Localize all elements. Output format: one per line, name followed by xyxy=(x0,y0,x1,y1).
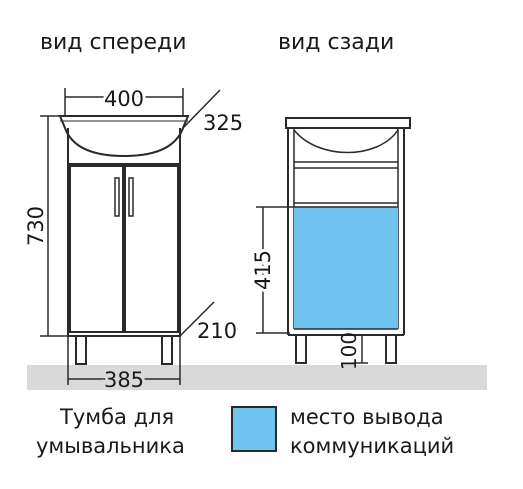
back-leg-right xyxy=(385,334,397,364)
back-top-slab xyxy=(285,117,411,129)
front-leg-left xyxy=(75,335,87,365)
back-basin xyxy=(293,129,399,154)
front-door-right xyxy=(124,165,179,333)
floor-strip xyxy=(27,365,487,390)
caption-line-1: Тумба для xyxy=(60,405,175,429)
front-basin xyxy=(58,115,190,158)
dim-325-label: 325 xyxy=(203,111,243,135)
caption-line-2: умывальника xyxy=(36,434,185,458)
front-leg-right xyxy=(161,335,173,365)
front-view-title: вид спереди xyxy=(40,30,187,55)
front-handle-left xyxy=(114,177,120,217)
back-view-title: вид сзади xyxy=(278,30,395,55)
dim-100-label: 100 xyxy=(337,332,361,370)
dim-210-label: 210 xyxy=(197,319,237,343)
back-view-drawing xyxy=(256,117,411,364)
front-cabinet-body xyxy=(67,128,181,337)
front-handle-right xyxy=(128,177,134,217)
front-view-drawing xyxy=(40,88,221,385)
legend-line-1: место вывода xyxy=(290,405,444,429)
dim-400-label: 400 xyxy=(104,87,144,111)
front-door-left xyxy=(69,165,124,333)
dim-325-line xyxy=(182,89,221,129)
dim-730-label: 730 xyxy=(24,206,48,246)
back-leg-left xyxy=(295,334,307,364)
legend-swatch-communications xyxy=(231,406,277,452)
dim-385-label: 385 xyxy=(104,368,144,392)
legend-line-2: коммуникаций xyxy=(290,434,455,458)
dim-415-label: 415 xyxy=(251,250,275,290)
back-communication-zone xyxy=(294,207,398,329)
dim-210-line xyxy=(179,301,215,337)
